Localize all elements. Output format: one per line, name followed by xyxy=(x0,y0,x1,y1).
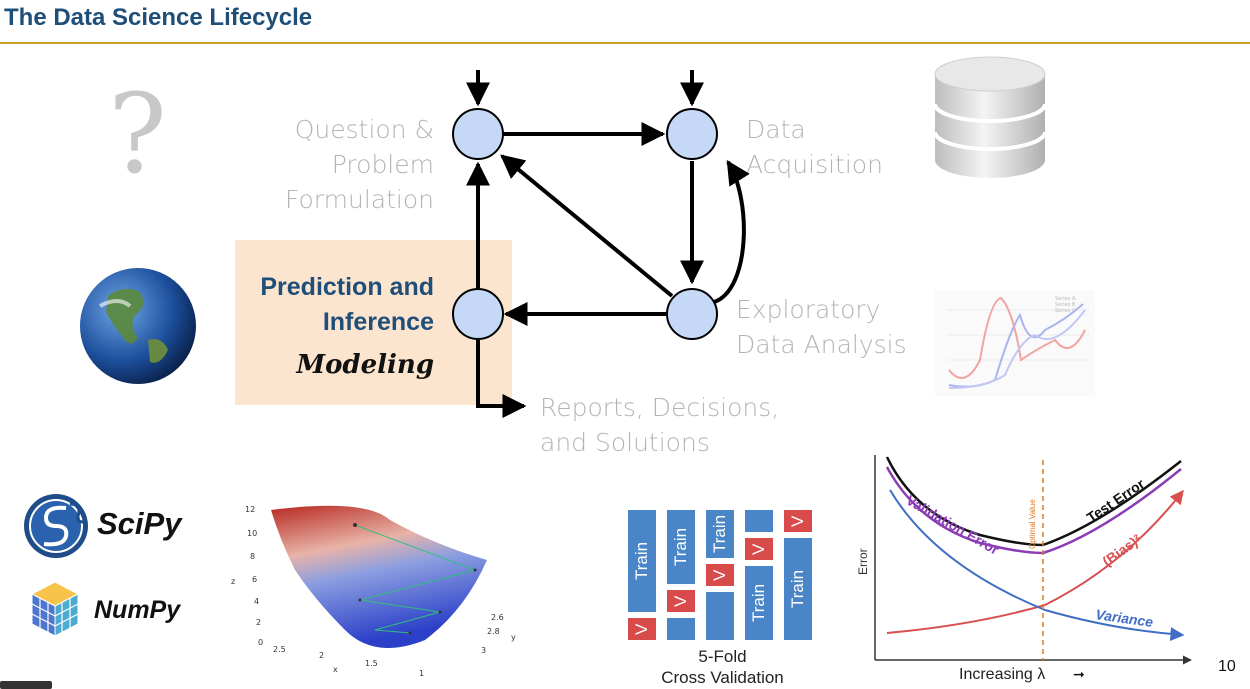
node-eda xyxy=(666,288,718,340)
variance-curve xyxy=(889,489,1185,642)
data-acquisition-label: Data Acquisition xyxy=(746,115,883,179)
svg-text:2.6: 2.6 xyxy=(491,613,504,622)
svg-text:1: 1 xyxy=(419,669,424,678)
prediction-inference-label: Prediction and Inference xyxy=(260,273,434,336)
cv-train-block: Train xyxy=(628,510,656,612)
edge-eda-to-acquisition xyxy=(713,159,750,304)
svg-text:Optimal Value: Optimal Value xyxy=(1028,499,1037,549)
svg-text:4: 4 xyxy=(254,597,259,606)
svg-text:8: 8 xyxy=(250,552,255,561)
question-mark-icon: ? xyxy=(108,70,167,198)
svg-text:2.8: 2.8 xyxy=(487,627,500,636)
node-question xyxy=(452,108,504,160)
cross-validation-caption: 5-Fold Cross Validation xyxy=(661,647,784,687)
svg-text:3: 3 xyxy=(481,646,486,655)
svg-text:Error: Error xyxy=(856,548,870,575)
svg-text:2.5: 2.5 xyxy=(273,645,286,654)
question-formulation-label: Question & Problem Formulation xyxy=(285,115,434,214)
svg-text:Validation Error: Validation Error xyxy=(904,492,1003,558)
earth-globe-icon xyxy=(80,268,196,384)
bias-squared-curve xyxy=(886,489,1184,634)
cv-train-block: Train xyxy=(745,566,773,640)
svg-text:(Bias)²: (Bias)² xyxy=(1099,531,1144,570)
cv-train-block: Train xyxy=(667,510,695,584)
svg-text:2: 2 xyxy=(256,618,261,627)
scipy-logo-icon xyxy=(24,494,88,558)
edge-prediction-to-reports xyxy=(476,340,527,418)
svg-text:12: 12 xyxy=(245,505,255,514)
cv-validation-block: V xyxy=(667,590,695,612)
validation-error-curve xyxy=(885,466,1182,555)
svg-text:Series B: Series B xyxy=(1055,302,1076,308)
cv-train-block xyxy=(745,510,773,532)
numpy-label: NumPy xyxy=(94,596,181,624)
cv-train-block xyxy=(667,618,695,640)
cv-validation-block: V xyxy=(784,510,812,532)
cv-validation-block: V xyxy=(628,618,656,640)
cv-validation-block: V xyxy=(745,538,773,560)
modeling-label: Modeling xyxy=(296,350,434,380)
database-icon xyxy=(933,56,1047,178)
bias-variance-plot: Error Increasing λ ➞ Optimal Value Test … xyxy=(856,455,1192,683)
cv-train-block: Train xyxy=(706,510,734,558)
numpy-logo-icon xyxy=(30,581,80,637)
test-error-curve xyxy=(885,456,1182,547)
cv-validation-block: V xyxy=(706,564,734,586)
node-prediction xyxy=(452,288,504,340)
svg-text:Series C: Series C xyxy=(1055,308,1076,314)
svg-text:Variance: Variance xyxy=(1095,606,1155,630)
svg-text:0: 0 xyxy=(258,638,263,647)
title-underline xyxy=(0,42,1250,44)
svg-text:x: x xyxy=(333,665,338,674)
page-title: The Data Science Lifecycle xyxy=(4,4,313,31)
eda-plot-thumbnail: Series A Series B Series C xyxy=(935,290,1095,396)
edge-eda-to-question xyxy=(500,154,674,298)
svg-text:6: 6 xyxy=(252,575,257,584)
reports-decisions-label: Reports, Decisions, and Solutions xyxy=(540,393,780,457)
cross-validation-diagram: Train V Train V Train V V Train V Train xyxy=(628,510,814,640)
cv-train-block: Train xyxy=(784,538,812,640)
svg-text:2: 2 xyxy=(319,651,324,660)
exploratory-data-analysis-label: Exploratory Data Analysis xyxy=(736,295,907,359)
svg-text:z: z xyxy=(231,577,235,586)
svg-text:Increasing λ: Increasing λ xyxy=(959,666,1045,683)
svg-text:➞: ➞ xyxy=(1073,666,1085,682)
svg-text:y: y xyxy=(511,633,516,642)
gradient-descent-surface-plot: 12 10 8 6 4 2 0 z 2.5 2 1.5 1 x 2.6 2.8 … xyxy=(231,505,516,678)
svg-text:1.5: 1.5 xyxy=(365,659,378,668)
license-badge xyxy=(0,681,52,689)
cv-train-block xyxy=(706,592,734,640)
svg-text:Series A: Series A xyxy=(1055,296,1076,302)
svg-text:10: 10 xyxy=(247,529,257,538)
scipy-label: SciPy xyxy=(97,506,182,541)
node-acquisition xyxy=(666,108,718,160)
page-number: 10 xyxy=(1218,658,1236,675)
